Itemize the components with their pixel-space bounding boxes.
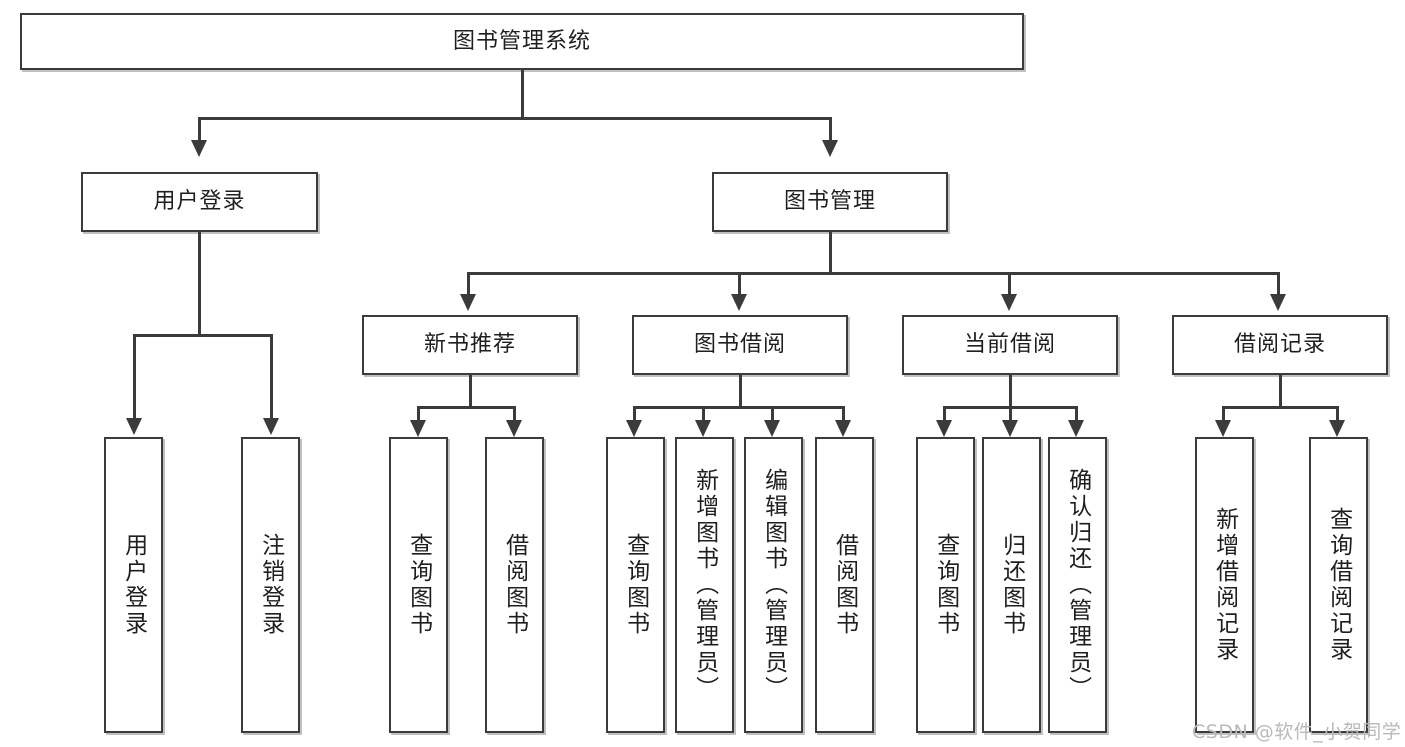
leaf-nbr-query-book[interactable]: 查询图书 <box>389 437 448 733</box>
connector-root-stem <box>521 70 524 117</box>
connector-borrow-record-bus <box>1222 406 1339 409</box>
connector-cb-drop-3 <box>1075 406 1078 422</box>
connector-user-login-drop-1 <box>133 334 136 420</box>
node-label: 查询图书 <box>622 533 649 637</box>
node-label: 确认归还（管理员） <box>1064 468 1091 702</box>
leaf-logout[interactable]: 注销登录 <box>241 437 300 733</box>
arrowhead-to-leaf-br-query-record <box>1329 420 1345 437</box>
leaf-cb-confirm-return[interactable]: 确认归还（管理员） <box>1048 437 1107 733</box>
connector-book-borrow-stem <box>739 375 742 406</box>
connector-level2-left-drop <box>198 117 201 142</box>
connector-user-login-bus <box>133 334 273 337</box>
node-label: 图书借阅 <box>693 332 786 358</box>
leaf-bb-borrow-book[interactable]: 借阅图书 <box>815 437 874 733</box>
leaf-br-add-record[interactable]: 新增借阅记录 <box>1195 437 1254 733</box>
arrowhead-to-leaf-user-login <box>126 418 142 435</box>
node-book-borrow[interactable]: 图书借阅 <box>632 315 848 375</box>
connector-level2-bus <box>198 117 832 120</box>
arrowhead-to-leaf-br-add-record <box>1215 420 1231 437</box>
node-label: 当前借阅 <box>963 332 1056 358</box>
node-label: 借阅记录 <box>1233 332 1326 358</box>
connector-bb-drop-3 <box>771 406 774 422</box>
connector-level3-bus <box>467 272 1280 275</box>
connector-level3-drop-3 <box>1008 272 1011 296</box>
leaf-nbr-borrow-book[interactable]: 借阅图书 <box>485 437 544 733</box>
connector-level3-drop-1 <box>467 272 470 296</box>
connector-bb-drop-4 <box>842 406 845 422</box>
connector-borrow-record-stem <box>1279 375 1282 406</box>
arrowhead-to-leaf-cb-query-book <box>936 420 952 437</box>
node-borrow-record[interactable]: 借阅记录 <box>1172 315 1388 375</box>
connector-book-management-stem <box>829 232 832 272</box>
arrowhead-to-leaf-bb-query-book <box>626 420 642 437</box>
arrowhead-to-leaf-bb-borrow-book <box>835 420 851 437</box>
connector-bb-drop-2 <box>702 406 705 422</box>
node-label: 图书管理系统 <box>452 28 591 54</box>
connector-user-login-drop-2 <box>270 334 273 420</box>
connector-br-drop-2 <box>1336 406 1339 422</box>
connector-br-drop-1 <box>1222 406 1225 422</box>
node-label: 查询图书 <box>405 533 432 637</box>
node-label: 用户登录 <box>153 189 246 215</box>
connector-cb-drop-2 <box>1009 406 1012 422</box>
connector-level3-drop-4 <box>1277 272 1280 296</box>
arrowhead-to-leaf-logout <box>263 418 279 435</box>
connector-new-book-recommend-bus <box>417 406 516 409</box>
arrowhead-to-leaf-bb-add-book <box>695 420 711 437</box>
node-label: 借阅图书 <box>501 533 528 637</box>
arrowhead-to-leaf-cb-confirm-return <box>1068 420 1084 437</box>
arrowhead-to-book-management <box>822 140 838 157</box>
node-label: 新书推荐 <box>423 332 516 358</box>
arrowhead-to-leaf-nbr-query-book <box>410 420 426 437</box>
node-label: 注销登录 <box>257 533 284 637</box>
connector-level3-drop-2 <box>738 272 741 296</box>
arrowhead-to-new-book-recommend <box>460 294 476 311</box>
node-label: 用户登录 <box>120 533 147 637</box>
connector-level2-right-drop <box>829 117 832 142</box>
arrowhead-to-leaf-bb-edit-book <box>764 420 780 437</box>
csdn-watermark: CSDN @软件_小贺同学 <box>1192 721 1402 743</box>
node-book-management[interactable]: 图书管理 <box>712 172 948 232</box>
arrowhead-to-leaf-nbr-borrow-book <box>506 420 522 437</box>
node-new-book-recommend[interactable]: 新书推荐 <box>362 315 578 375</box>
arrowhead-to-borrow-record <box>1270 294 1286 311</box>
node-label: 图书管理 <box>783 189 876 215</box>
arrowhead-to-leaf-cb-return-book <box>1002 420 1018 437</box>
leaf-bb-query-book[interactable]: 查询图书 <box>606 437 665 733</box>
leaf-cb-return-book[interactable]: 归还图书 <box>982 437 1041 733</box>
connector-current-borrow-stem <box>1009 375 1012 406</box>
arrowhead-to-current-borrow <box>1001 294 1017 311</box>
connector-new-book-recommend-stem <box>469 375 472 406</box>
connector-user-login-stem <box>198 232 201 334</box>
leaf-user-login[interactable]: 用户登录 <box>104 437 163 733</box>
node-user-login[interactable]: 用户登录 <box>81 172 318 232</box>
node-label: 新增图书（管理员） <box>691 468 718 702</box>
connector-nbr-drop-2 <box>513 406 516 422</box>
connector-cb-drop-1 <box>943 406 946 422</box>
node-current-borrow[interactable]: 当前借阅 <box>902 315 1118 375</box>
arrowhead-to-user-login <box>191 140 207 157</box>
node-label: 借阅图书 <box>831 533 858 637</box>
node-label: 新增借阅记录 <box>1211 507 1238 663</box>
leaf-bb-edit-book[interactable]: 编辑图书（管理员） <box>744 437 803 733</box>
leaf-cb-query-book[interactable]: 查询图书 <box>916 437 975 733</box>
connector-nbr-drop-1 <box>417 406 420 422</box>
leaf-br-query-record[interactable]: 查询借阅记录 <box>1309 437 1368 733</box>
node-label: 查询图书 <box>932 533 959 637</box>
node-root-book-management-system[interactable]: 图书管理系统 <box>20 13 1024 70</box>
connector-bb-drop-1 <box>633 406 636 422</box>
node-label: 查询借阅记录 <box>1325 507 1352 663</box>
leaf-bb-add-book[interactable]: 新增图书（管理员） <box>675 437 734 733</box>
arrowhead-to-book-borrow <box>731 294 747 311</box>
node-label: 归还图书 <box>998 533 1025 637</box>
node-label: 编辑图书（管理员） <box>760 468 787 702</box>
connector-book-borrow-bus <box>633 406 845 409</box>
